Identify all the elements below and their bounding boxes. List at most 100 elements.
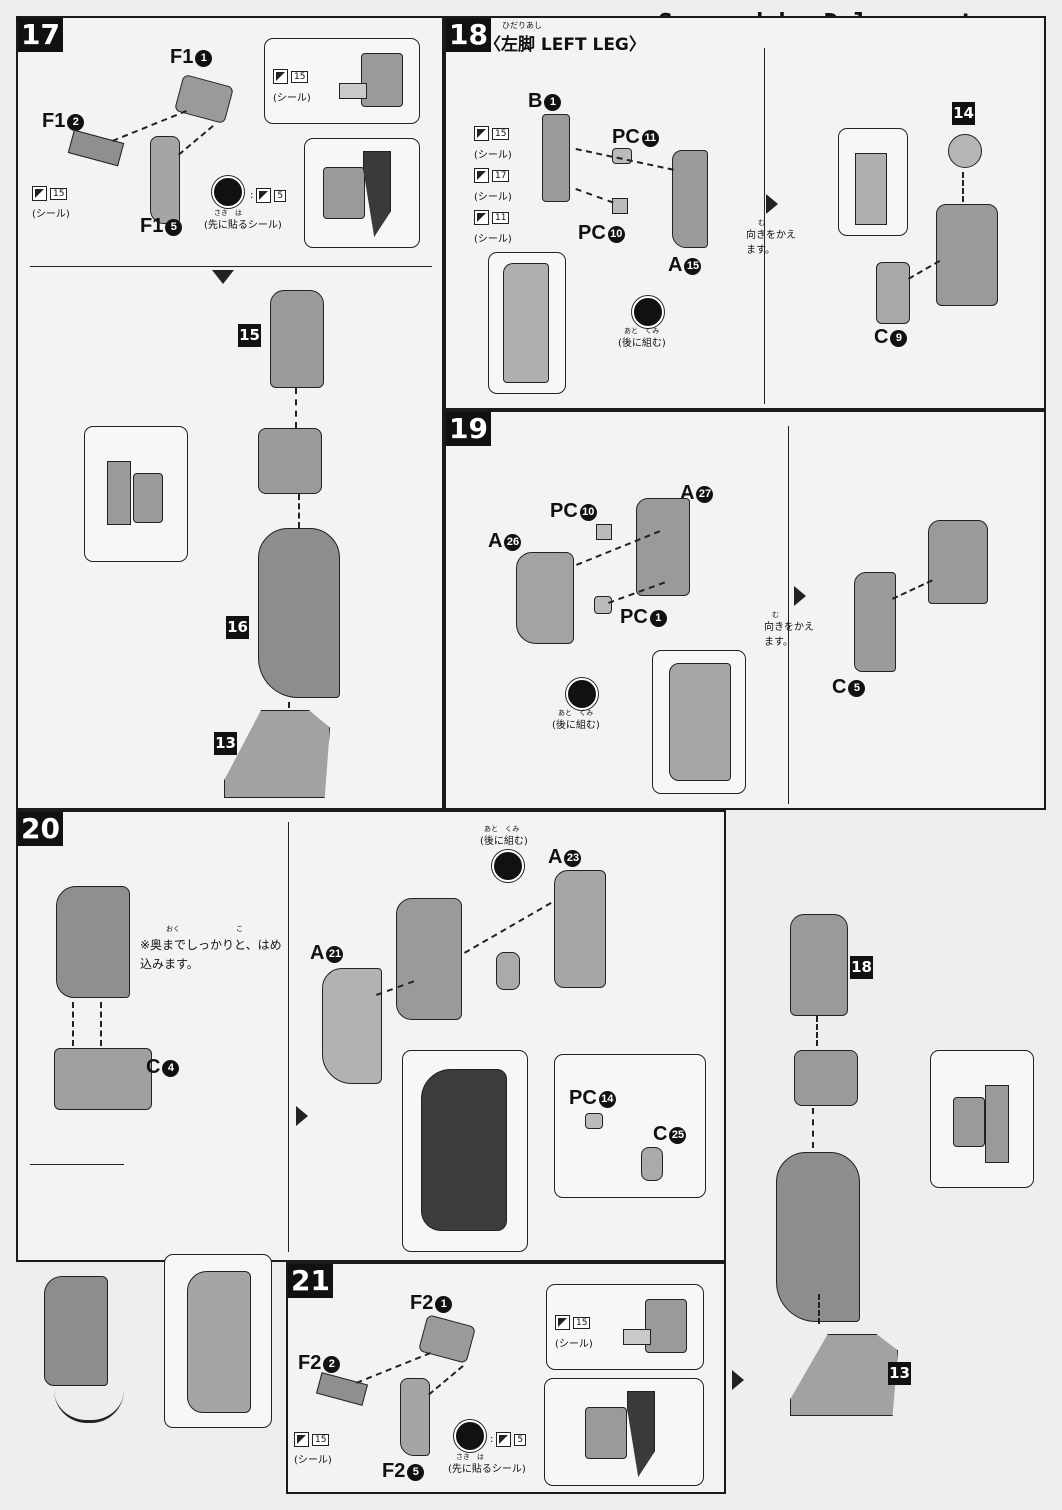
inset-part [585,1407,627,1459]
section-divider [30,1164,124,1165]
sub-assembly-13: 13 [888,1362,911,1385]
assembly-line [72,1002,74,1046]
after-assemble-icon [566,678,598,710]
assembly-line [816,1016,818,1046]
seal-piece [339,83,367,99]
detail-inset-rotated [164,1254,272,1428]
flow-arrow-right [766,194,778,214]
assembly-15-part [270,290,324,388]
a15-part [672,150,708,248]
rotate-ruby: む [758,219,765,227]
seal-icon [32,186,47,201]
sub-assembly-14: 14 [952,102,975,125]
a23-part [554,870,606,988]
seal-icon [474,168,489,183]
b1-part [542,114,570,202]
press-ruby: おく こ [166,925,243,933]
flow-arrow-down [212,270,234,284]
center-shell-part [396,898,462,1020]
pc10-part [596,524,612,540]
leg-assembled-part [776,1152,860,1322]
a-assembly-part [928,520,988,604]
seal-label: (シール) [32,209,70,220]
c9-part [876,262,910,324]
assembly-line [295,388,297,428]
seal-icon [474,210,489,225]
seal-icon [555,1315,570,1330]
assembly-line [812,1108,814,1148]
rotate-note: 向きをかえます。 [746,230,796,256]
seal-15-left: 15 [32,186,68,201]
pc1-part [594,596,612,614]
rotated-assembly-part [44,1276,108,1386]
first-seal-label: (先に貼るシール) [204,220,282,231]
seal-icon [496,1432,512,1447]
seal-15: 15 [474,126,510,141]
seal-label: (シール) [474,234,512,245]
after-assemble-label: (後に組む) [618,338,666,349]
assembly-line [962,172,964,202]
inset-part [645,1299,687,1353]
title-ruby: ひだりあし [502,21,542,30]
step-number: 19 [446,412,491,446]
inset-part-dark [421,1069,507,1231]
press-note: ※奥までしっかりと、はめ込みます。 [140,938,282,971]
inset-part-dark [627,1391,655,1477]
after-assemble-icon [632,296,664,328]
seal-5: : 5 [250,188,287,203]
joint-part [794,1050,858,1106]
c4-part [54,1048,152,1110]
flow-arrow-right [296,1106,308,1126]
pc10-part [612,198,628,214]
inset-part [985,1085,1009,1163]
inset-part [361,53,403,107]
step-number: 20 [18,812,63,846]
section-divider [788,426,789,804]
assembly-line [892,579,933,600]
seal-17: 17 [474,168,510,183]
seal-15-inset: 15 [273,69,309,84]
sub-assembly-18: 18 [850,956,873,979]
rotate-note: 向きをかえます。 [764,622,814,648]
pc14-part [585,1113,603,1129]
inset-part-dark [363,151,391,237]
after-assemble-label: (後に組む) [480,836,528,847]
seal-label: (シール) [474,192,512,203]
after-ruby: あと くみ [558,709,594,717]
first-seal-ruby: さき は [214,209,242,217]
after-assemble-label: (後に組む) [552,720,600,731]
rotate-arrow-icon [54,1390,124,1423]
step-number: 17 [18,18,63,52]
leg-16-part [258,528,340,698]
detail-inset-joint [84,426,188,562]
f1-2-part [67,129,125,167]
sticker-first-icon [454,1420,486,1452]
assembly-line [298,494,300,528]
inset-part [855,153,887,225]
after-assemble-icon [492,850,524,882]
first-seal-label: (先に貼るシール) [448,1464,526,1475]
first-seal-ruby: さき は [456,1453,484,1461]
detail-inset-a27 [652,650,746,794]
rotate-ruby: む [772,611,779,619]
section-divider [30,266,432,267]
foot-13-part [224,710,330,798]
detail-inset-assembled [304,138,420,248]
detail-inset-joint [930,1050,1034,1188]
inset-part [323,167,365,219]
